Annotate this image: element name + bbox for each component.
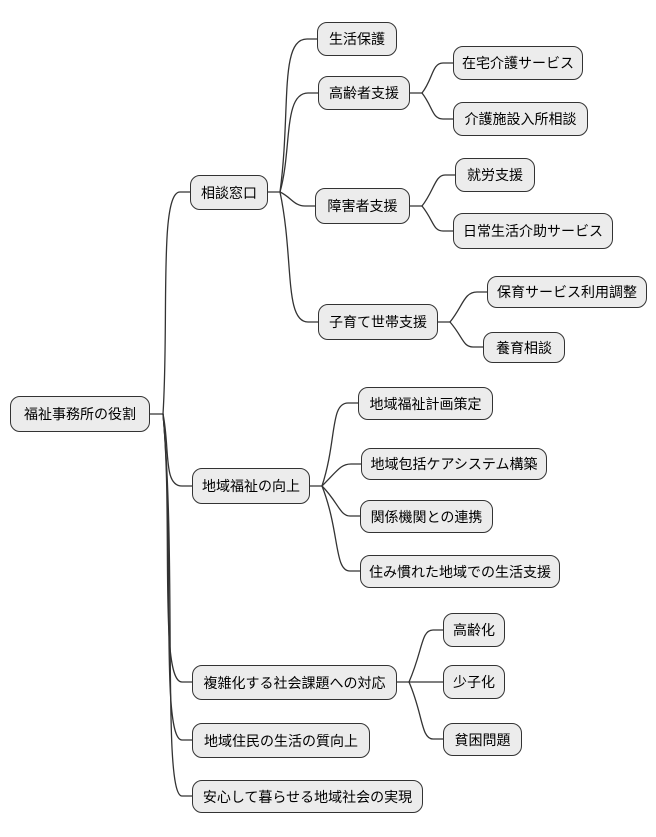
edge-consultation-elderly	[279, 92, 319, 193]
edge-disability-dailylife	[421, 205, 454, 232]
node-residents-quality-of-life: 地域住民の生活の質向上	[192, 723, 370, 758]
edge-complex-aging	[408, 629, 444, 683]
node-declining-birthrate: 少子化	[443, 665, 505, 699]
node-familiar-area-life-support: 住み慣れた地域での生活支援	[360, 555, 560, 588]
node-elderly-support: 高齢者支援	[318, 76, 410, 110]
edge-community-cooperation	[321, 485, 361, 517]
node-welfare-office-role: 福祉事務所の役割	[10, 396, 150, 432]
edge-community-familiar	[321, 485, 361, 572]
edge-elderly-homecare	[421, 62, 454, 94]
node-livelihood-protection: 生活保護	[317, 22, 397, 56]
edge-childcare-nursery	[449, 291, 488, 323]
node-poverty-problem: 貧困問題	[443, 723, 522, 756]
node-community-welfare-improvement: 地域福祉の向上	[192, 468, 310, 504]
node-aging: 高齢化	[443, 613, 505, 647]
edge-root-consultation	[162, 191, 191, 415]
edge-community-plan	[321, 402, 359, 487]
node-childcare-household-support: 子育て世帯支援	[318, 304, 438, 340]
node-complex-social-issues: 複雑化する社会課題への対応	[192, 665, 397, 700]
node-disability-support: 障害者支援	[315, 188, 410, 224]
edge-childcare-rearing	[449, 321, 484, 348]
edge-root-secure	[162, 413, 193, 797]
edge-disability-employment	[421, 174, 456, 207]
node-consultation-desk: 相談窓口	[190, 175, 268, 210]
edge-complex-poverty	[408, 681, 444, 740]
node-home-care-service: 在宅介護サービス	[453, 46, 583, 80]
edge-consultation-disability	[279, 191, 316, 207]
node-nursery-service-adjustment: 保育サービス利用調整	[487, 276, 647, 308]
node-secure-community-realization: 安心して暮らせる地域社会の実現	[192, 780, 423, 813]
node-care-facility-admission-consultation: 介護施設入所相談	[453, 102, 588, 136]
edge-root-community	[162, 413, 193, 487]
edge-community-caresystem	[321, 463, 362, 487]
node-employment-support: 就労支援	[455, 158, 535, 192]
edge-consultation-childcare	[279, 191, 319, 323]
edge-consultation-livelihood	[279, 38, 318, 193]
node-community-welfare-plan: 地域福祉計画策定	[358, 387, 493, 420]
node-agency-cooperation: 関係機関との連携	[360, 500, 493, 533]
node-child-rearing-consultation: 養育相談	[483, 332, 565, 363]
node-daily-life-assistance-service: 日常生活介助サービス	[453, 213, 613, 249]
node-comprehensive-care-system: 地域包括ケアシステム構築	[361, 448, 547, 480]
edge-elderly-facility	[421, 92, 454, 120]
